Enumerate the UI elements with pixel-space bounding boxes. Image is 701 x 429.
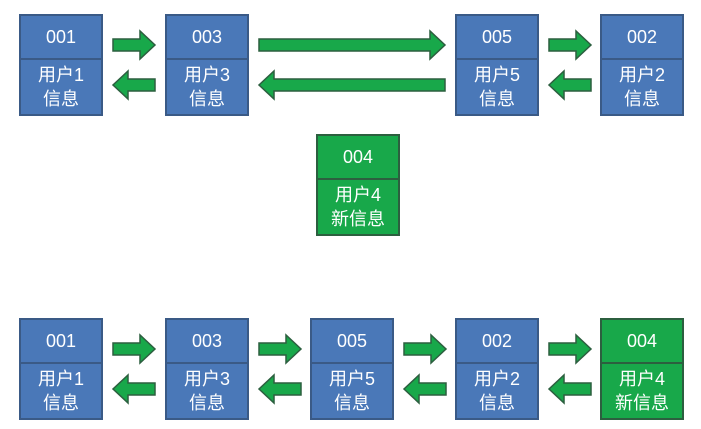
node-info-line2: 信息	[624, 89, 660, 109]
node-info-line1: 用户5	[328, 369, 375, 389]
node-info: 用户3 信息	[167, 60, 247, 114]
node-info-line2: 信息	[43, 393, 79, 413]
node-info: 用户5 信息	[457, 60, 537, 114]
arrow-left-icon	[257, 69, 446, 101]
node-id: 004	[318, 136, 398, 180]
node-info-line2: 新信息	[615, 393, 669, 413]
node-id: 004	[602, 320, 682, 364]
arrow-right-icon	[112, 333, 157, 365]
top-node-005: 005 用户5 信息	[455, 14, 539, 116]
top-node-001: 001 用户1 信息	[19, 14, 103, 116]
node-info-line1: 用户1	[37, 65, 84, 85]
node-info-line2: 信息	[189, 393, 225, 413]
top-node-003: 003 用户3 信息	[165, 14, 249, 116]
node-id: 002	[457, 320, 537, 364]
node-id: 002	[602, 16, 682, 60]
arrow-right-icon	[258, 29, 447, 61]
bottom-node-002: 002 用户2 信息	[455, 318, 539, 420]
node-info: 用户4 新信息	[318, 180, 398, 234]
node-info-line1: 用户2	[618, 65, 665, 85]
node-info-line2: 信息	[43, 89, 79, 109]
arrow-left-icon	[111, 373, 156, 405]
new-node-004: 004 用户4 新信息	[316, 134, 400, 236]
arrow-left-icon	[547, 373, 592, 405]
bottom-node-003: 003 用户3 信息	[165, 318, 249, 420]
arrow-right-icon	[258, 333, 303, 365]
node-id: 005	[312, 320, 392, 364]
node-info-line1: 用户5	[473, 65, 520, 85]
bottom-node-005: 005 用户5 信息	[310, 318, 394, 420]
arrow-left-icon	[547, 69, 592, 101]
node-id: 005	[457, 16, 537, 60]
node-info-line1: 用户2	[473, 369, 520, 389]
node-info-line1: 用户3	[183, 65, 230, 85]
node-info: 用户1 信息	[21, 364, 101, 418]
node-info: 用户3 信息	[167, 364, 247, 418]
arrow-right-icon	[548, 333, 593, 365]
bottom-node-004: 004 用户4 新信息	[600, 318, 684, 420]
node-id: 003	[167, 16, 247, 60]
node-info-line2: 新信息	[331, 209, 385, 229]
node-info-line1: 用户4	[618, 369, 665, 389]
arrow-left-icon	[402, 373, 447, 405]
arrow-right-icon	[403, 333, 448, 365]
arrow-left-icon	[111, 69, 156, 101]
node-info-line1: 用户1	[37, 369, 84, 389]
node-id: 001	[21, 320, 101, 364]
node-info: 用户5 信息	[312, 364, 392, 418]
node-id: 003	[167, 320, 247, 364]
node-info: 用户2 信息	[602, 60, 682, 114]
node-info-line2: 信息	[479, 393, 515, 413]
arrow-left-icon	[257, 373, 302, 405]
arrow-right-icon	[548, 29, 593, 61]
node-info-line1: 用户4	[334, 185, 381, 205]
node-info-line2: 信息	[189, 89, 225, 109]
node-info: 用户2 信息	[457, 364, 537, 418]
node-info-line2: 信息	[479, 89, 515, 109]
arrow-right-icon	[112, 29, 157, 61]
top-node-002: 002 用户2 信息	[600, 14, 684, 116]
node-info: 用户1 信息	[21, 60, 101, 114]
node-info: 用户4 新信息	[602, 364, 682, 418]
node-id: 001	[21, 16, 101, 60]
node-info-line2: 信息	[334, 393, 370, 413]
node-info-line1: 用户3	[183, 369, 230, 389]
bottom-node-001: 001 用户1 信息	[19, 318, 103, 420]
